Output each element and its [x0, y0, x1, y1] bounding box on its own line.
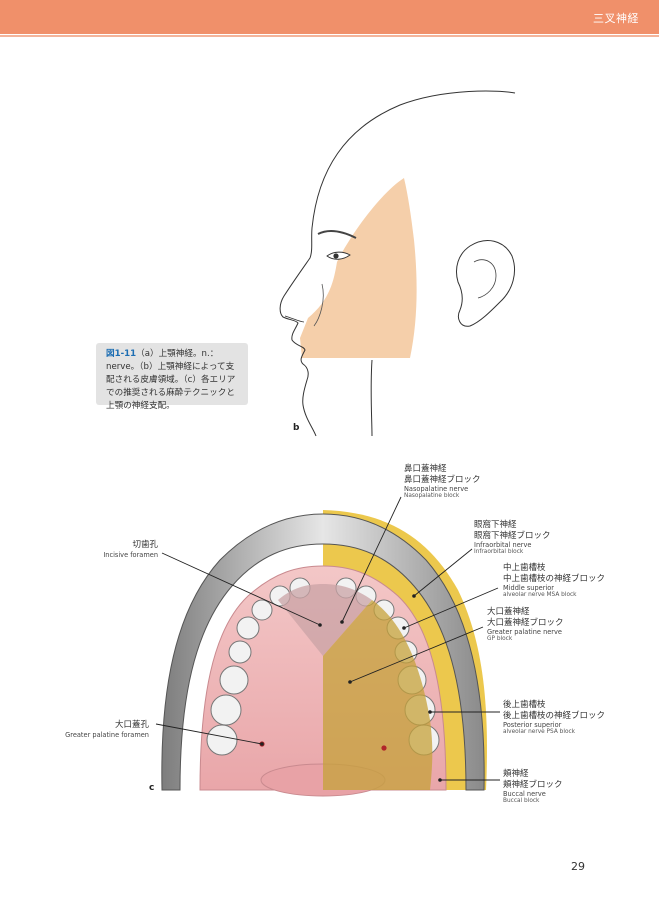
- figure-id: 図1-11: [106, 349, 137, 359]
- label-greater-palatine-foramen: 大口蓋孔 Greater palatine foramen: [65, 720, 149, 739]
- maxillary-skin-area: [300, 178, 417, 358]
- greater-palatine-zone: [323, 600, 433, 790]
- label-posterior-superior: 後上歯槽枝 後上歯槽枝の神経ブロック Posterior superior al…: [503, 700, 606, 736]
- label-nasopalatine: 鼻口蓋神経 鼻口蓋神経ブロック Nasopalatine nerve Nasop…: [404, 464, 481, 500]
- label-buccal: 頬神経 頬神経ブロック Buccal nerve Buccal block: [503, 769, 563, 805]
- label-infraorbital: 眼窩下神経 眼窩下神経ブロック Infraorbital nerve Infra…: [474, 520, 551, 556]
- section-title: 三叉神経: [593, 12, 639, 25]
- page-number: 29: [571, 860, 585, 873]
- nasopalatine-zone: [278, 584, 372, 656]
- header-bar: [0, 0, 659, 34]
- palate-figure: [161, 510, 487, 797]
- header-divider: [0, 35, 659, 37]
- figure-caption: 図1-11（a）上顎神経。n.：nerve。（b）上顎神経によって支配される皮膚…: [96, 343, 248, 411]
- label-middle-superior: 中上歯槽枝 中上歯槽枝の神経ブロック Middle superior alveo…: [503, 563, 606, 599]
- leader-lines: [155, 496, 500, 781]
- ear: [456, 240, 515, 327]
- panel-label-c: c: [149, 783, 155, 793]
- panel-label-b: b: [293, 423, 300, 433]
- head-profile: [279, 90, 516, 437]
- label-incisive-foramen: 切歯孔 Incisive foramen: [103, 540, 158, 559]
- maxilla-arch: [161, 513, 485, 791]
- caption-text: （a）上顎神経。n.：nerve。（b）上顎神経によって支配される皮膚領域。（c…: [106, 349, 236, 411]
- leader-dots: [260, 594, 442, 782]
- label-greater-palatine-nerve: 大口蓋神経 大口蓋神経ブロック Greater palatine nerve G…: [487, 607, 564, 643]
